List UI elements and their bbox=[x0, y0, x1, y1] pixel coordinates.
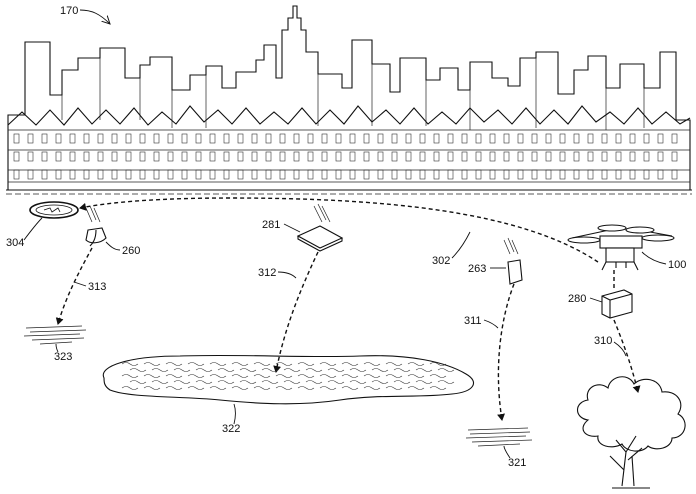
label-city: 170 bbox=[60, 5, 78, 17]
path-312 bbox=[273, 251, 319, 373]
label-path-312: 312 bbox=[258, 267, 276, 279]
leader-321 bbox=[503, 445, 511, 459]
lake-322 bbox=[102, 354, 475, 405]
item-263 bbox=[503, 237, 523, 285]
label-target-323: 323 bbox=[54, 351, 72, 363]
target-323 bbox=[23, 325, 87, 345]
path-311 bbox=[497, 283, 515, 421]
house-windows bbox=[13, 133, 678, 180]
label-path-311: 311 bbox=[464, 315, 482, 327]
label-package: 280 bbox=[568, 293, 586, 305]
label-path-313: 313 bbox=[88, 281, 106, 293]
lake-waves bbox=[121, 362, 455, 390]
label-item-260: 260 bbox=[122, 245, 140, 257]
label-path-302: 302 bbox=[432, 255, 450, 267]
leader-281 bbox=[283, 223, 301, 233]
path-313 bbox=[55, 247, 93, 325]
label-city-arrow bbox=[79, 9, 110, 24]
label-zone-304: 304 bbox=[6, 237, 24, 249]
item-260 bbox=[85, 205, 107, 247]
leader-302 bbox=[451, 231, 471, 259]
leader-322 bbox=[233, 403, 236, 425]
label-target-321: 321 bbox=[508, 457, 526, 469]
leader-100 bbox=[641, 251, 667, 265]
label-path-310: 310 bbox=[594, 335, 612, 347]
label-item-263: 263 bbox=[468, 263, 486, 275]
leader-312 bbox=[277, 271, 297, 279]
leader-311 bbox=[483, 319, 499, 329]
leader-313 bbox=[73, 281, 87, 287]
city-skyline bbox=[6, 5, 692, 195]
leader-323 bbox=[55, 343, 59, 353]
label-drone: 100 bbox=[668, 259, 686, 271]
item-281 bbox=[296, 203, 344, 252]
leader-260 bbox=[105, 241, 121, 251]
label-lake-322: 322 bbox=[222, 423, 240, 435]
package-280 bbox=[601, 289, 633, 319]
target-321 bbox=[465, 427, 533, 447]
zone-304 bbox=[29, 201, 79, 219]
path-302 bbox=[79, 197, 599, 263]
leader-304 bbox=[23, 217, 43, 241]
drone bbox=[567, 224, 675, 271]
tree bbox=[576, 376, 686, 489]
leader-310 bbox=[613, 341, 627, 357]
leader-280 bbox=[589, 297, 603, 303]
label-item-281: 281 bbox=[262, 219, 280, 231]
